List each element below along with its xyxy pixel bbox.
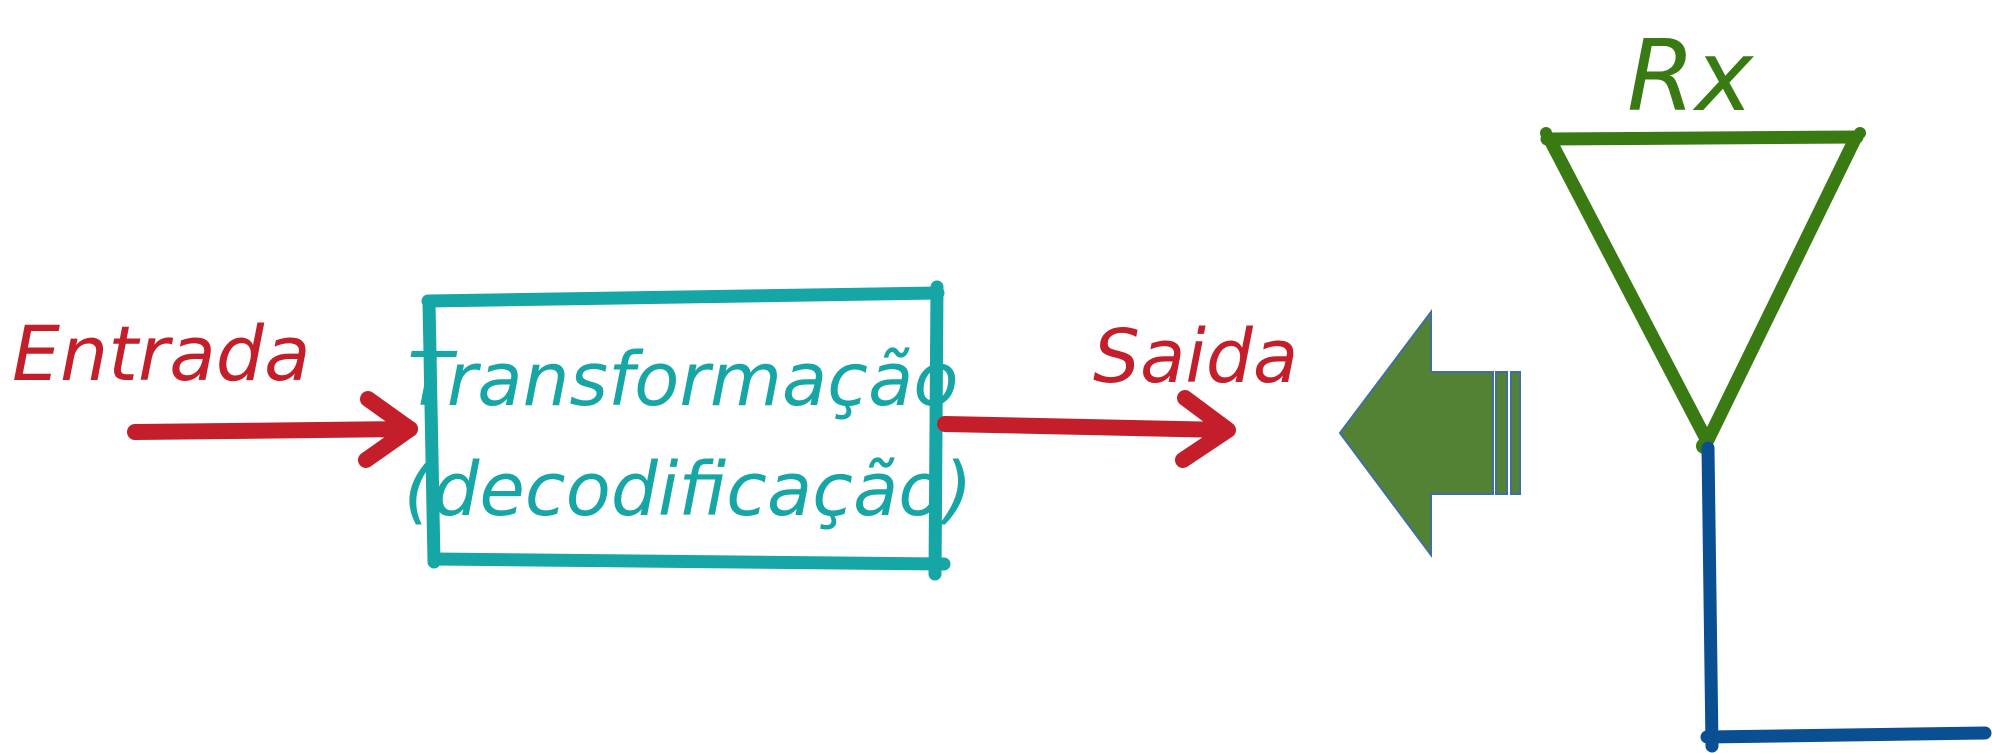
receiver-antenna-icon (1540, 127, 1866, 454)
antenna-label: Rx (1627, 20, 1754, 134)
transformation-box (421, 280, 951, 581)
antenna-feed-line (1700, 441, 1992, 753)
output-arrow (937, 390, 1236, 468)
input-arrow (127, 391, 418, 468)
output-label: Saida (1093, 314, 1298, 400)
box-text-line1: Transformação (407, 337, 958, 423)
left-block-arrow-icon (1338, 309, 1521, 559)
input-label: Entrada (12, 309, 311, 398)
box-text-line2: (decodificação) (404, 447, 973, 533)
